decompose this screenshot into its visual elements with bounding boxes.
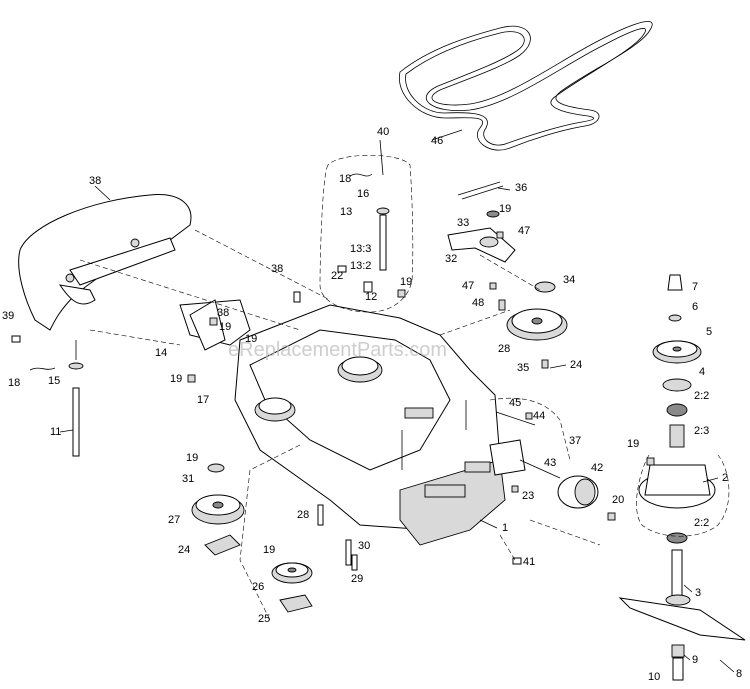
callout-label: 23 — [522, 490, 534, 502]
deflector-shield — [18, 194, 192, 331]
callout-label: 47 — [518, 225, 530, 237]
callout-label: 19 — [627, 438, 639, 450]
callout-label: 2 — [722, 472, 728, 484]
callout-label: 28 — [498, 343, 510, 355]
callout-label: 8 — [736, 668, 742, 680]
callout-label: 2:2 — [694, 390, 709, 402]
callout-label: 47 — [462, 280, 474, 292]
callout-label: 39 — [2, 310, 14, 322]
callout-label: 20 — [612, 494, 624, 506]
callout-label: 14 — [155, 347, 167, 359]
callout-label: 48 — [472, 297, 484, 309]
callout-label: 30 — [358, 540, 370, 552]
watermark: eReplacementParts.com — [228, 339, 447, 361]
callout-label: 19 — [245, 333, 257, 345]
callout-leaders — [59, 129, 735, 673]
callout-label: 17 — [197, 394, 209, 406]
callout-label: 2:2 — [694, 517, 709, 529]
callout-label: 38 — [89, 175, 101, 187]
spindle-stack — [618, 274, 746, 681]
callout-label: 5 — [706, 326, 712, 338]
callout-label: 28 — [297, 509, 309, 521]
callout-label: 31 — [182, 473, 194, 485]
callout-label: 7 — [692, 281, 698, 293]
callout-labels: 1 2 2:2 2:2 2:3 3 4 5 6 7 8 9 10 11 12 1… — [2, 126, 742, 683]
callout-label: 4 — [699, 366, 705, 378]
callout-label: 13 — [340, 206, 352, 218]
callout-label: 19 — [186, 452, 198, 464]
callout-label: 36 — [515, 182, 527, 194]
callout-label: 45 — [509, 397, 521, 409]
callout-label: 18 — [8, 377, 20, 389]
caster-wheel — [489, 411, 599, 509]
callout-label: 19 — [263, 544, 275, 556]
callout-label: 37 — [569, 435, 581, 447]
callout-label: 19 — [400, 276, 412, 288]
callout-label: 25 — [258, 613, 270, 625]
callout-label: 6 — [692, 301, 698, 313]
callout-label: 27 — [168, 514, 180, 526]
callout-label: 3 — [695, 587, 701, 599]
callout-label: 40 — [377, 126, 389, 138]
callout-label: 26 — [252, 581, 264, 593]
callout-label: 13:3 — [350, 243, 371, 255]
callout-label: 9 — [692, 654, 698, 666]
callout-label: 38 — [217, 307, 229, 319]
callout-label: 42 — [591, 462, 603, 474]
callout-label: 16 — [357, 188, 369, 200]
callout-label: 32 — [445, 253, 457, 265]
callout-label: 13:2 — [350, 260, 371, 272]
leader-lines — [79, 154, 730, 621]
callout-label: 18 — [339, 173, 351, 185]
callout-label: 1 — [502, 522, 508, 534]
fasteners — [11, 173, 655, 571]
mower-deck — [179, 299, 506, 546]
callout-label: 22 — [331, 270, 343, 282]
callout-label: 35 — [517, 362, 529, 374]
callout-label: 15 — [48, 375, 60, 387]
callout-label: 19 — [170, 373, 182, 385]
callout-label: 24 — [178, 544, 190, 556]
callout-label: 34 — [563, 274, 575, 286]
belt — [398, 21, 653, 151]
callout-label: 19 — [499, 203, 511, 215]
callout-label: 12 — [365, 291, 377, 303]
callout-label: 19 — [219, 321, 231, 333]
height-adjust-parts — [68, 207, 390, 457]
callout-label: 44 — [533, 410, 545, 422]
callout-label: 10 — [648, 671, 660, 683]
callout-label: 11 — [50, 426, 61, 438]
callout-label: 41 — [523, 556, 535, 568]
callout-label: 38 — [271, 263, 283, 275]
callout-label: 2:3 — [694, 425, 709, 437]
pulleys — [191, 281, 702, 613]
callout-label: 29 — [351, 573, 363, 585]
callout-label: 46 — [431, 135, 443, 147]
callout-label: 33 — [457, 217, 469, 229]
callout-label: 24 — [570, 359, 582, 371]
callout-label: 43 — [544, 457, 556, 469]
